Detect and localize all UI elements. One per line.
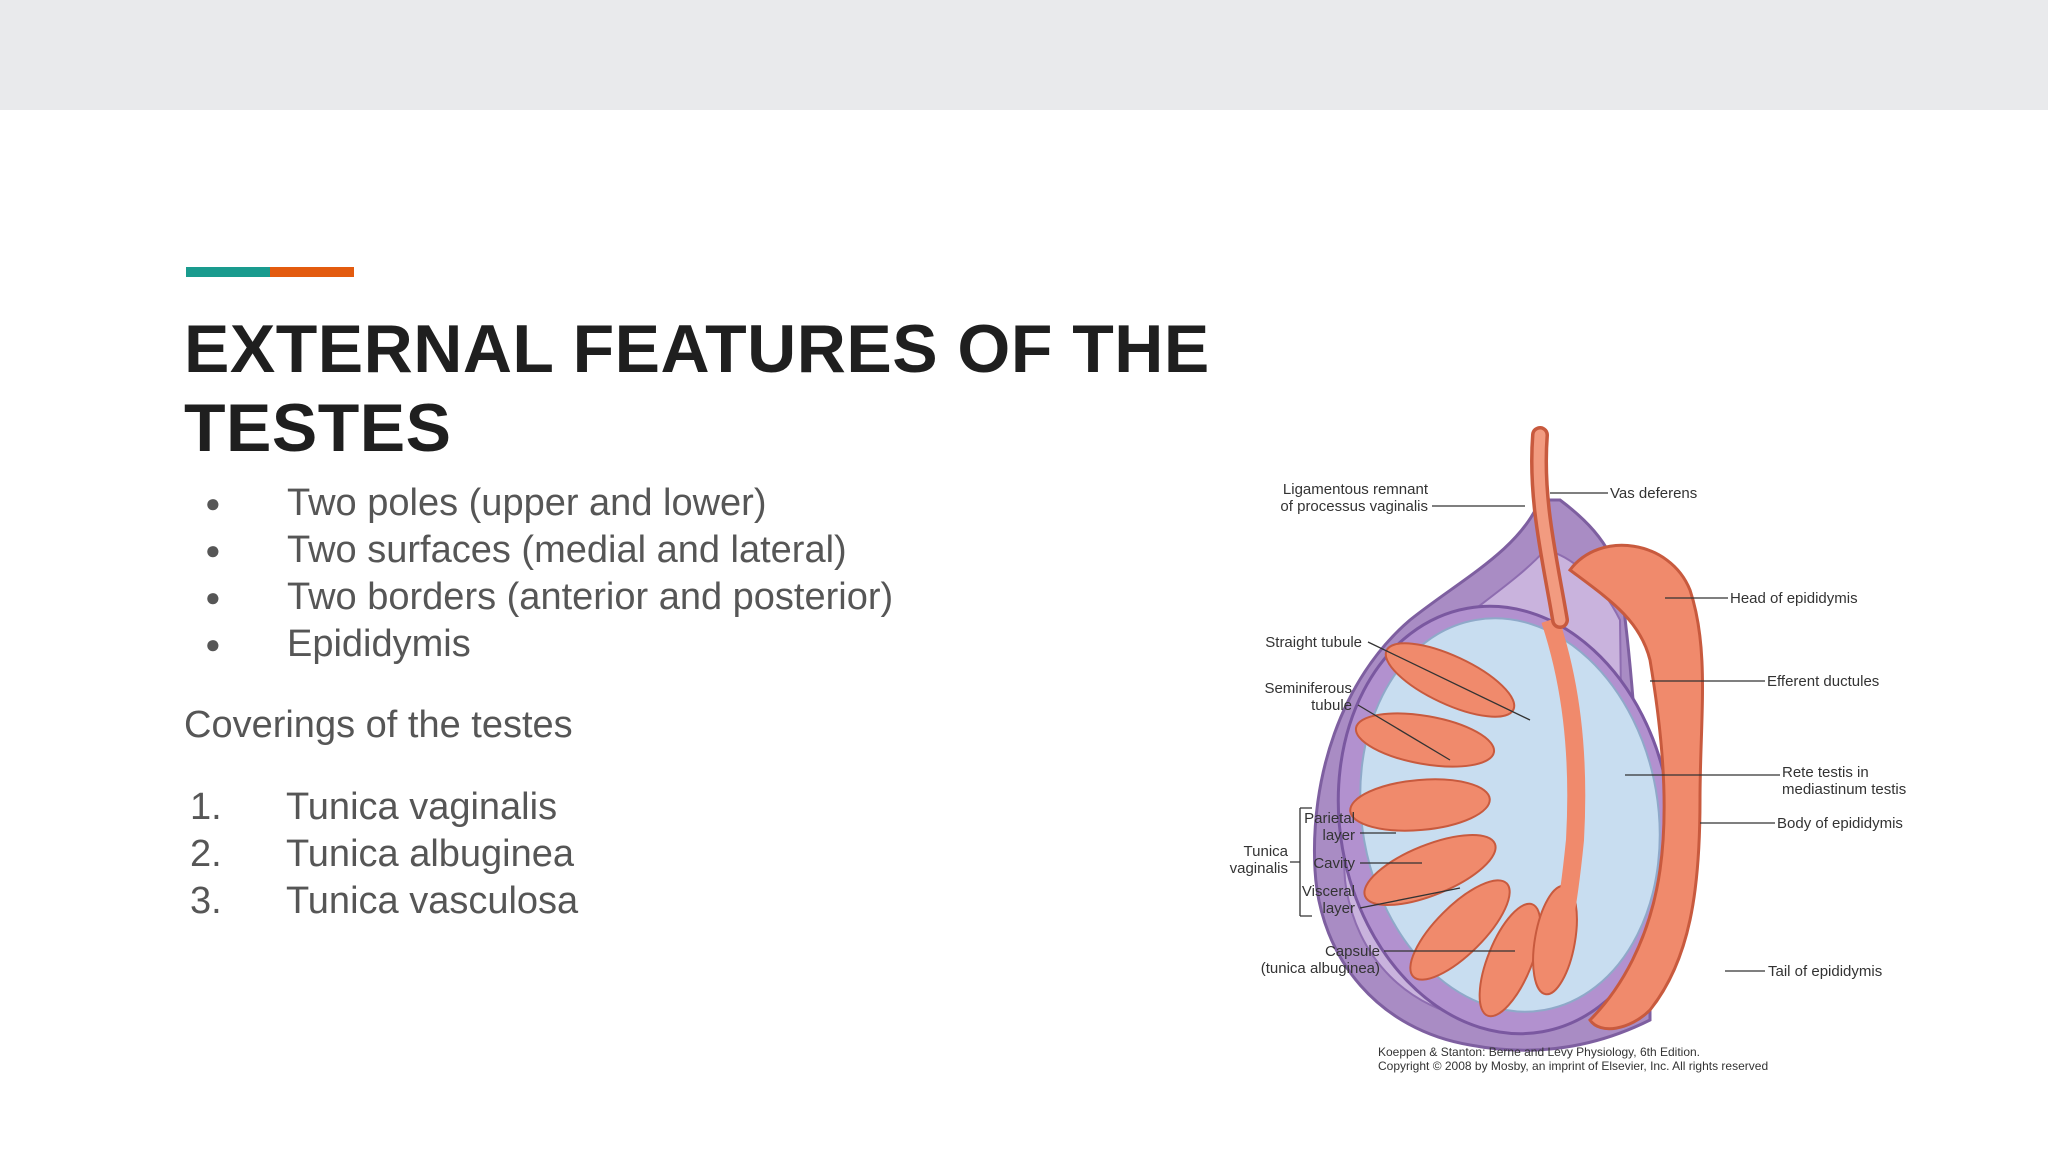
title-accent-bar (186, 267, 354, 277)
label-vas-deferens: Vas deferens (1610, 485, 1697, 502)
bullet-item: ● Two surfaces (medial and lateral) (205, 527, 1105, 574)
bullet-item: ● Epididymis (205, 621, 1105, 668)
label-visceral-2: layer (1322, 900, 1355, 917)
coverings-numbered-list: 1. Tunica vaginalis 2. Tunica albuginea 3.… (190, 784, 1090, 925)
label-efferent-ductules: Efferent ductules (1767, 673, 1879, 690)
rete-testis (1541, 617, 1586, 943)
label-capsule-2: (tunica albuginea) (1261, 960, 1380, 977)
bullet-dot: ● (205, 582, 221, 612)
label-rete-1: Rete testis in (1782, 764, 1869, 781)
label-parietal-1: Parietal (1304, 810, 1355, 827)
slide-title: EXTERNAL FEATURES OF THE TESTES (184, 311, 1210, 466)
item-text: Tunica albuginea (286, 833, 575, 875)
bullet-dot: ● (205, 535, 221, 565)
bullet-text: Epididymis (287, 623, 471, 665)
numbered-item: 2. Tunica albuginea (190, 831, 1090, 878)
bullet-item: ● Two poles (upper and lower) (205, 480, 1105, 527)
testis-anatomy-figure: Ligamentous remnant of processus vaginal… (1230, 426, 1907, 1073)
item-number: 1. (190, 786, 222, 828)
item-text: Tunica vaginalis (286, 786, 558, 828)
bullet-dot: ● (205, 488, 221, 518)
epididymis (1567, 543, 1704, 1031)
label-capsule-1: Capsule (1325, 943, 1380, 960)
item-text: Tunica vasculosa (286, 880, 579, 922)
vas-deferens-lumen (1533, 429, 1566, 626)
numbered-item: 1. Tunica vaginalis (190, 784, 1090, 831)
top-bar (0, 0, 2048, 110)
item-number: 3. (190, 880, 222, 922)
figure-labels: Ligamentous remnant of processus vaginal… (1230, 481, 1907, 980)
numbered-item: 3. Tunica vasculosa (190, 878, 1090, 925)
figure-credit: Koeppen & Stanton: Berne and Levy Physio… (1378, 1045, 1768, 1073)
label-rete-2: mediastinum testis (1782, 781, 1906, 798)
credit-line-2: Copyright © 2008 by Mosby, an imprint of… (1378, 1059, 1768, 1073)
accent-teal-segment (186, 267, 270, 277)
label-ligamentous-1: Ligamentous remnant (1283, 481, 1429, 498)
credit-line-1: Koeppen & Stanton: Berne and Levy Physio… (1378, 1045, 1700, 1059)
label-tunica-1: Tunica (1244, 843, 1289, 860)
label-body-epididymis: Body of epididymis (1777, 815, 1903, 832)
bullet-text: Two borders (anterior and posterior) (287, 576, 894, 618)
bullet-dot: ● (205, 629, 221, 659)
bullet-item: ● Two borders (anterior and posterior) (205, 574, 1105, 621)
label-tunica-2: vaginalis (1230, 860, 1288, 877)
coverings-subheading: Coverings of the testes (184, 704, 573, 746)
label-seminiferous-2: tubule (1311, 697, 1352, 714)
accent-orange-segment (270, 267, 354, 277)
feature-bullet-list: ● Two poles (upper and lower) ● Two surfac… (205, 480, 1105, 668)
label-head-epididymis: Head of epididymis (1730, 590, 1858, 607)
label-tail-epididymis: Tail of epididymis (1768, 963, 1882, 980)
label-seminiferous-1: Seminiferous (1264, 680, 1352, 697)
bullet-text: Two poles (upper and lower) (287, 482, 767, 524)
label-visceral-1: Visceral (1302, 883, 1355, 900)
label-parietal-2: layer (1322, 827, 1355, 844)
label-ligamentous-2: of processus vaginalis (1280, 498, 1428, 515)
label-straight-tubule: Straight tubule (1265, 634, 1362, 651)
bullet-text: Two surfaces (medial and lateral) (287, 529, 847, 571)
label-leader-lines (1290, 492, 1780, 972)
item-number: 2. (190, 833, 222, 875)
label-cavity: Cavity (1313, 855, 1355, 872)
